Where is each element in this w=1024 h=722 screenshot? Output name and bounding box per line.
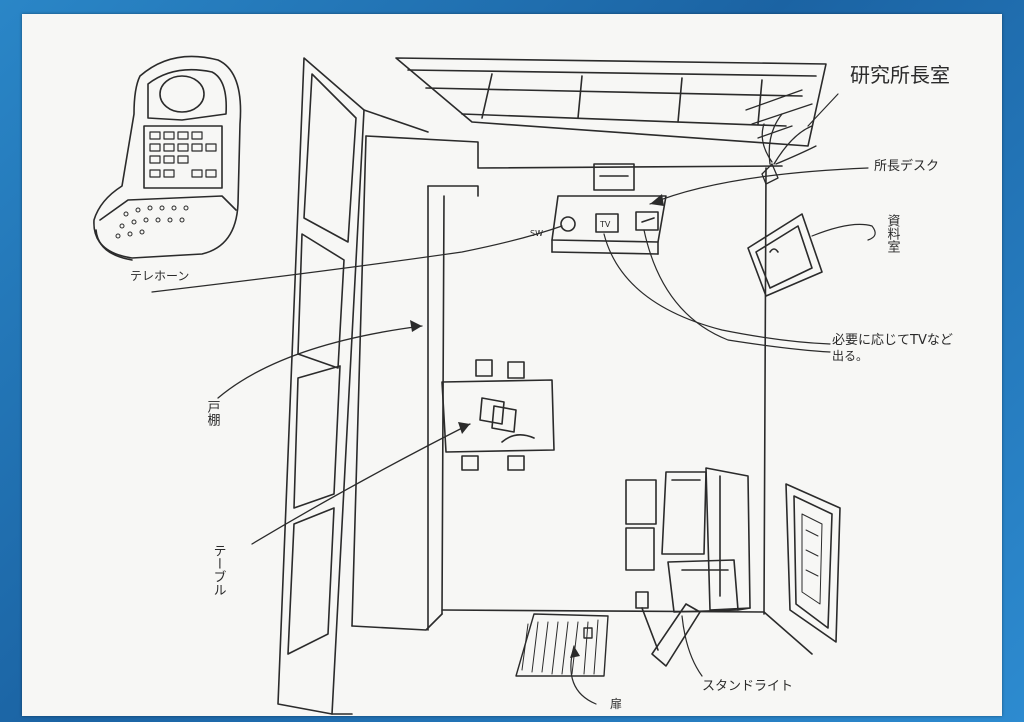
table-label: テーブル [211,544,226,596]
shelf-label: 戸棚 [205,400,221,426]
sketch-paper: テレホーン 戸棚 [22,14,1002,716]
sofa-set [625,467,751,613]
shelf-arrow [410,320,422,332]
plant-sketch [745,89,817,185]
desk-leader-line [649,167,869,205]
shelf-unit [277,57,429,715]
telephone-leader-line [151,225,563,293]
stand-light [635,591,701,667]
telephone-sketch [93,55,242,261]
desk-sw-label: SW [530,229,543,238]
documents-label: 資料室 [885,214,901,253]
framed-picture [785,483,841,643]
floor-plan-sketch: テレホーン 戸棚 [93,55,953,715]
director-desk [551,163,667,255]
tv-note-line1: 必要に応じてTVなど [832,333,953,348]
table-arrow [458,422,470,434]
entrance-label: 扉 [610,697,622,711]
entrance-arrow [570,646,580,658]
table-leader-line [251,423,471,545]
entrance-mat [515,613,609,677]
director-desk-label: 所長デスク [874,158,939,174]
tv-note-line2: 出る。 [832,349,868,363]
meeting-table [441,359,555,471]
room-title: 研究所長室 [850,63,950,87]
stand-light-label: スタンドライト [702,679,793,694]
documents-panel [747,213,823,297]
desk-tv-label: TV [599,220,611,229]
shelf-leader-line [217,325,423,399]
stand-light-leader-line [681,615,703,677]
tv-cable-a [603,233,831,345]
room-title-leader-line [807,93,839,127]
room-walls [351,57,827,655]
documents-leader-line [811,223,876,241]
desk-arrow [650,194,664,206]
telephone-label: テレホーン [130,269,189,283]
tv-cable-b [643,229,831,353]
